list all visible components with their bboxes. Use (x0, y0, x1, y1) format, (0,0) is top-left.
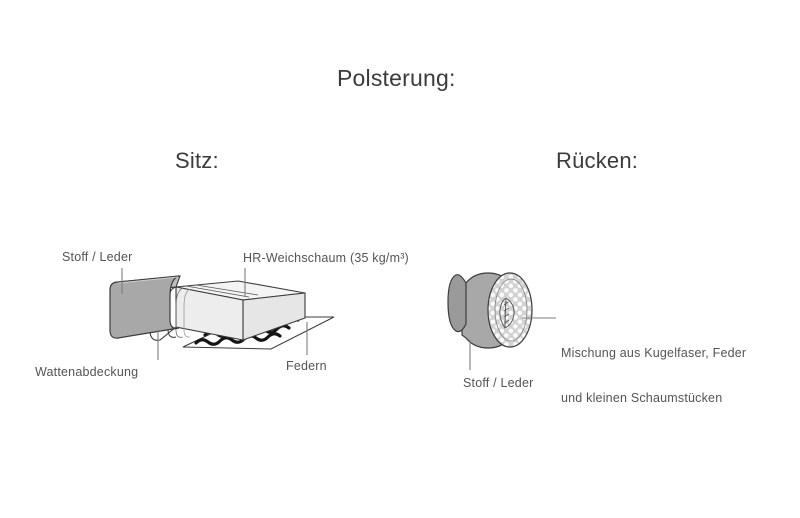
fabric-cover-block (109, 275, 181, 339)
back-fabric-edge (447, 274, 467, 333)
label-seat-wadding: Wattenabdeckung (35, 365, 139, 379)
page-title: Polsterung: (337, 65, 456, 91)
label-back-fill-line1: Mischung aus Kugelfaser, Feder (561, 346, 747, 360)
label-seat-springs: Federn (286, 359, 327, 373)
section-heading-back: Rücken: (556, 148, 639, 173)
label-seat-foam: HR-Weichschaum (35 kg/m³) (243, 251, 409, 265)
back-cushion-illustration (447, 272, 556, 370)
back-leader-lines (469, 317, 556, 370)
label-back-fabric: Stoff / Leder (463, 376, 534, 390)
seat-cushion-illustration (109, 268, 335, 360)
label-seat-fabric: Stoff / Leder (62, 250, 133, 264)
seat-leader-lines (121, 268, 308, 360)
label-back-fill-line2: und kleinen Schaumstücken (561, 391, 723, 405)
fiber-fill-face (487, 272, 533, 348)
section-heading-seat: Sitz: (175, 148, 219, 173)
label-back-fill: Mischung aus Kugelfaser, Feder und klein… (561, 316, 746, 436)
feather-icon (499, 297, 515, 329)
fiber-fill-rim (494, 278, 528, 342)
